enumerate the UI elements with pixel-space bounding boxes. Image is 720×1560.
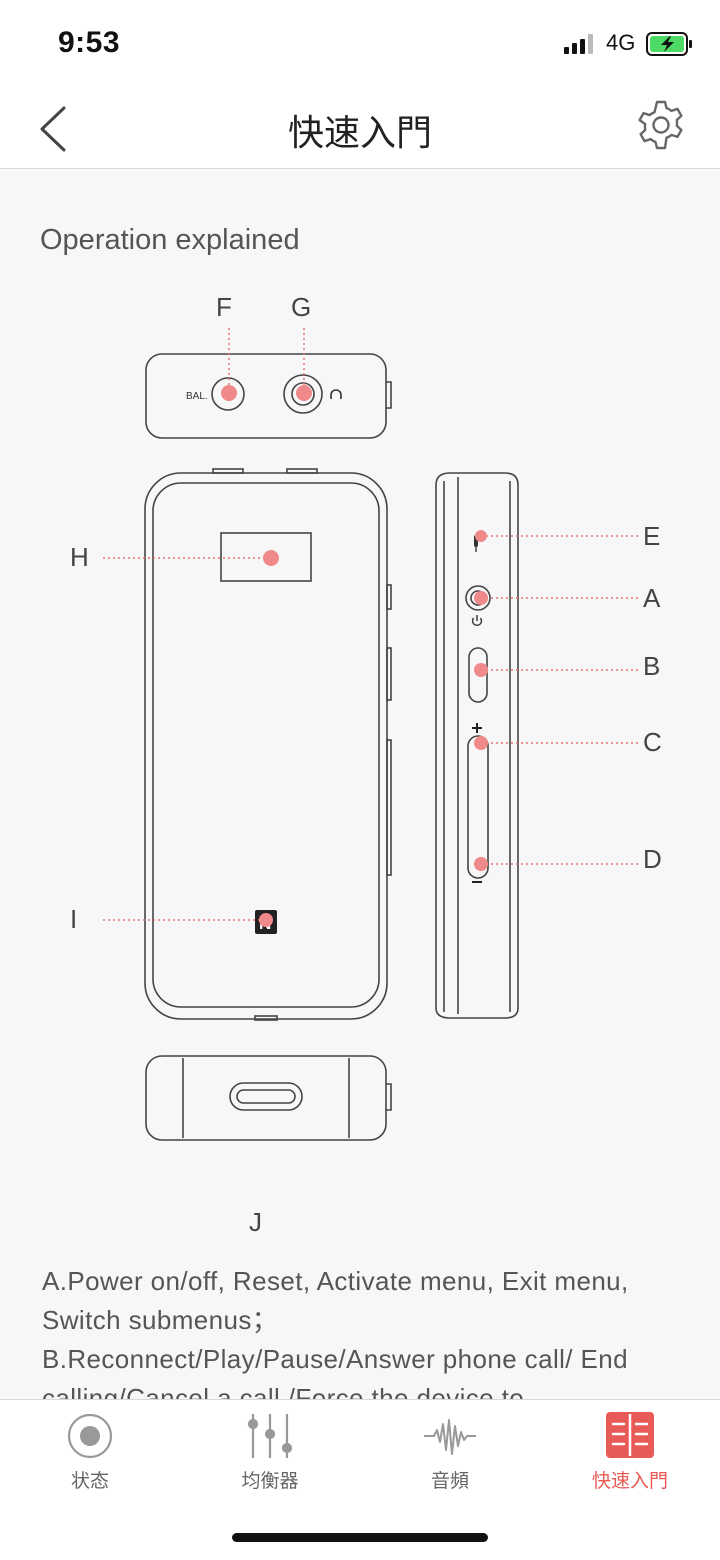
signal-icon [564, 34, 593, 54]
page-title: 快速入門 [287, 112, 432, 153]
tab-equalizer[interactable]: 均衡器 [180, 1400, 360, 1500]
label-a: A [643, 583, 661, 613]
tab-status[interactable]: 状态 [0, 1400, 180, 1500]
waveform-icon [424, 1419, 476, 1455]
bal-label: BAL. [186, 391, 208, 402]
equalizer-icon [247, 1414, 293, 1458]
label-g: G [291, 292, 311, 322]
description-item-a: A.Power on/off, Reset, Activate menu, Ex… [42, 1266, 629, 1335]
tab-audio-label: 音頻 [430, 1471, 469, 1492]
device-front-view [144, 468, 392, 1021]
tab-audio[interactable]: 音頻 [360, 1400, 540, 1500]
operation-description: A.Power on/off, Reset, Activate menu, Ex… [42, 1262, 692, 1418]
label-f: F [216, 292, 232, 322]
network-type: 4G [606, 30, 636, 55]
label-d: D [643, 844, 662, 874]
device-side-view [435, 472, 519, 1019]
guide-book-icon [606, 1412, 654, 1458]
tab-status-label: 状态 [70, 1471, 109, 1492]
plus-sign [472, 723, 482, 733]
marker-dots [221, 385, 488, 927]
label-i: I [70, 904, 77, 934]
power-icon [471, 615, 483, 627]
section-title: Operation explained [40, 224, 300, 256]
tab-equalizer-label: 均衡器 [241, 1471, 299, 1492]
label-b: B [643, 651, 660, 681]
home-indicator [232, 1533, 488, 1542]
label-e: E [643, 521, 660, 551]
status-time: 9:53 [58, 26, 121, 59]
label-j: J [249, 1207, 262, 1237]
status-bar: 9:53 4G [0, 0, 720, 90]
status-icon [67, 1413, 113, 1459]
tab-quick-start-label: 快速入門 [591, 1471, 668, 1492]
device-top-view [145, 353, 392, 439]
device-diagram: BAL. N [70, 292, 662, 1237]
label-c: C [643, 727, 662, 757]
device-bottom-view [145, 1055, 392, 1141]
leader-lines [103, 328, 638, 921]
navigation-bar: 快速入門 [0, 90, 720, 169]
settings-gear-icon[interactable] [634, 98, 688, 152]
tab-quick-start[interactable]: 快速入門 [540, 1400, 720, 1500]
headphone-icon [330, 389, 342, 399]
battery-charging-icon [646, 32, 692, 56]
label-h: H [70, 542, 89, 572]
back-arrow-icon[interactable] [34, 104, 74, 154]
